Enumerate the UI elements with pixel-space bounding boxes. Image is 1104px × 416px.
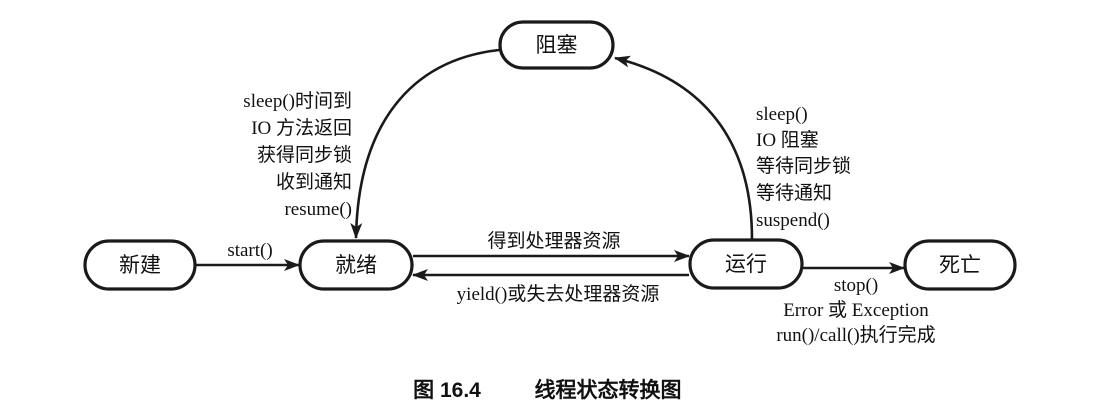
state-label-dead: 死亡 [939, 253, 981, 277]
labels-running-to-blocked: sleep() IO 阻塞 等待同步锁 等待通知 suspend() [756, 104, 851, 231]
state-node-running: 运行 [688, 238, 804, 290]
label-running-to-dead-line: Error 或 Exception [783, 299, 929, 321]
label-running-to-blocked-line: IO 阻塞 [756, 129, 819, 151]
state-node-ready: 就绪 [298, 239, 414, 291]
label-new-to-ready: start() [227, 240, 272, 261]
label-blocked-to-ready-line: IO 方法返回 [251, 117, 352, 139]
label-blocked-to-ready-line: resume() [284, 199, 352, 220]
label-running-to-blocked-line: 等待同步锁 [756, 155, 851, 177]
label-running-to-ready: yield()或失去处理器资源 [457, 283, 660, 305]
state-node-dead: 死亡 [903, 239, 1017, 291]
state-label-new: 新建 [119, 253, 161, 277]
label-running-to-blocked-line: suspend() [756, 210, 830, 231]
label-blocked-to-ready-line: sleep()时间到 [243, 90, 352, 112]
label-blocked-to-ready-line: 收到通知 [276, 171, 352, 193]
state-label-ready: 就绪 [335, 253, 377, 277]
figure-title: 线程状态转换图 [535, 378, 682, 402]
labels-blocked-to-ready: sleep()时间到 IO 方法返回 获得同步锁 收到通知 resume() [243, 90, 352, 220]
label-ready-to-running: 得到处理器资源 [487, 230, 620, 252]
arrow-blocked-to-ready [350, 48, 500, 239]
state-node-blocked: 阻塞 [498, 20, 615, 70]
state-node-new: 新建 [83, 239, 197, 291]
figure-number: 图 16.4 [413, 379, 481, 402]
state-label-running: 运行 [725, 252, 767, 276]
label-running-to-blocked-line: 等待通知 [756, 182, 832, 204]
label-running-to-blocked-line: sleep() [756, 104, 808, 125]
label-blocked-to-ready-line: 获得同步锁 [257, 144, 352, 166]
labels-running-to-dead: stop() Error 或 Exception run()/call()执行完… [776, 275, 935, 346]
label-running-to-dead-line: stop() [834, 275, 878, 296]
figure-caption: 图 16.4 线程状态转换图 [413, 378, 681, 402]
state-label-blocked: 阻塞 [536, 33, 578, 57]
arrow-running-to-blocked [614, 55, 754, 240]
label-running-to-dead-line: run()/call()执行完成 [776, 324, 935, 346]
